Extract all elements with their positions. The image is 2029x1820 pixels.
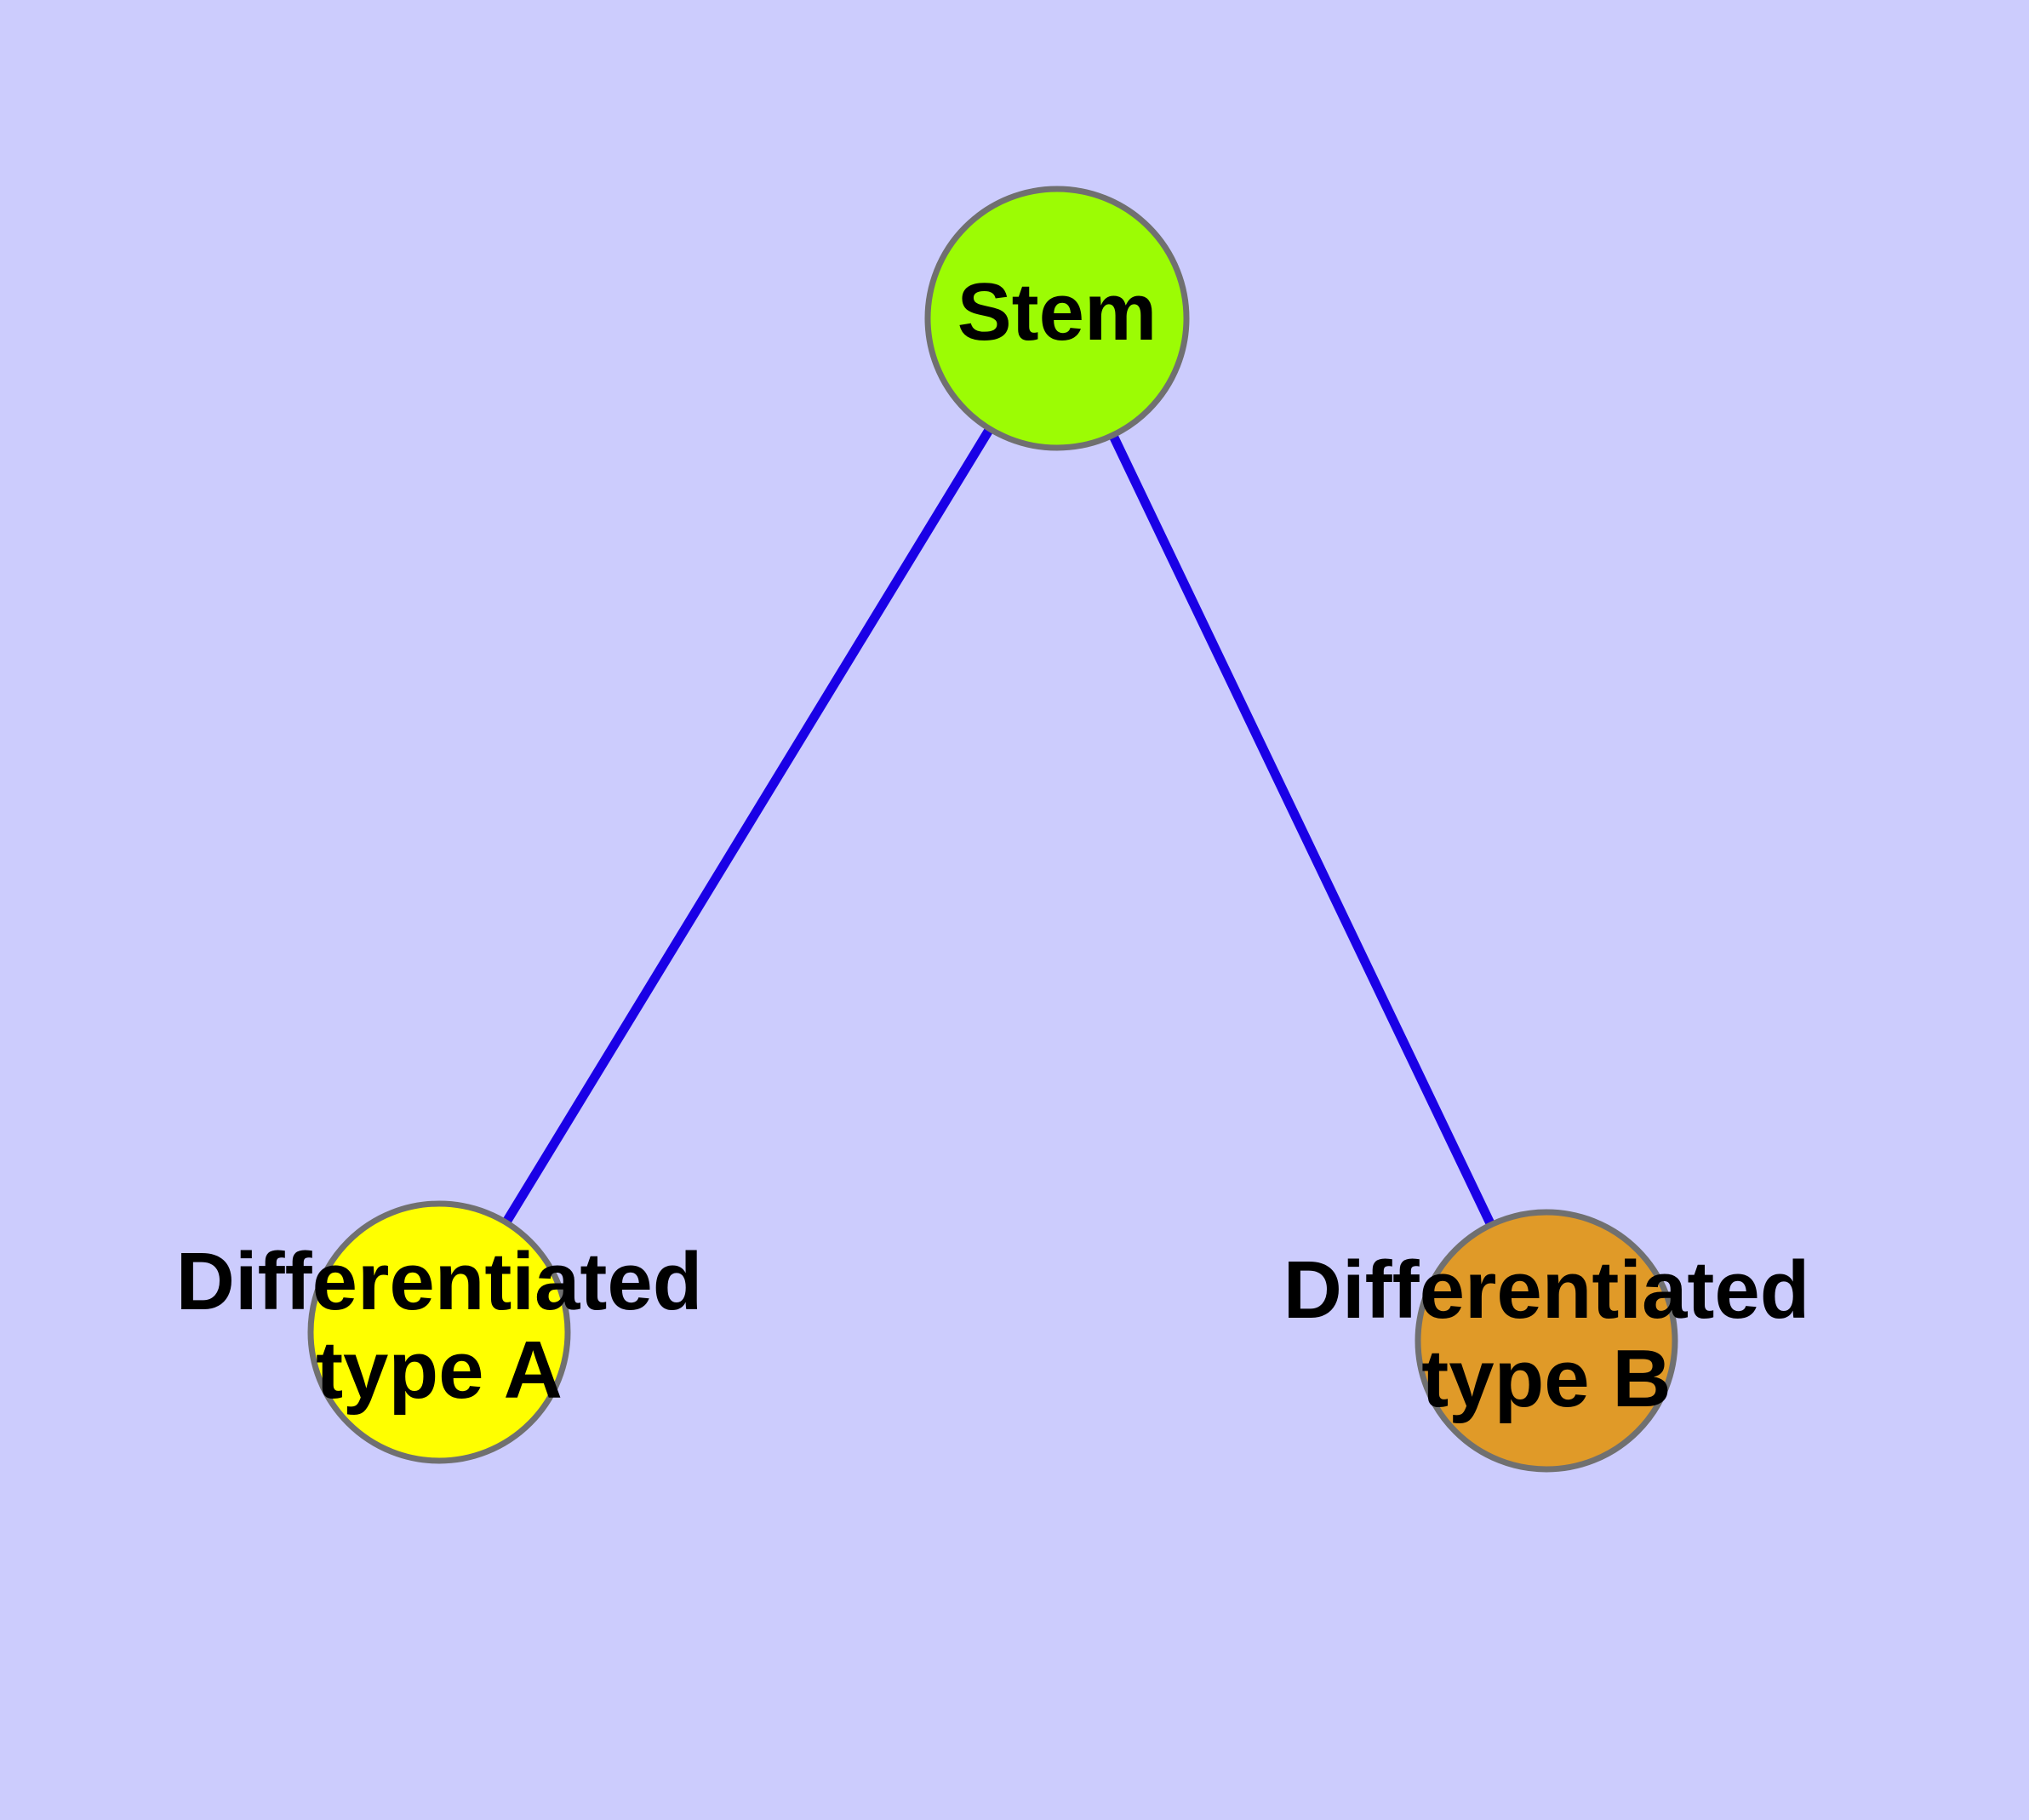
node-circle-diff_b[interactable] (1415, 1209, 1678, 1473)
node-label-line: type B (1421, 1333, 1671, 1424)
node-label-stem: Stem (957, 266, 1157, 358)
node-circle-diff_a[interactable] (307, 1200, 571, 1464)
node-label-line: Differentiated (176, 1236, 703, 1327)
node-label-line: Stem (957, 266, 1157, 358)
edge-stem-b[interactable] (1109, 434, 1495, 1226)
node-stem[interactable]: Stem (924, 186, 1190, 451)
node-circle-stem[interactable] (924, 186, 1190, 451)
edges-layer (502, 427, 1495, 1226)
node-label-line: Differentiated (1283, 1245, 1810, 1336)
edge-stem-a[interactable] (502, 427, 993, 1224)
node-label-line: type A (316, 1325, 563, 1416)
